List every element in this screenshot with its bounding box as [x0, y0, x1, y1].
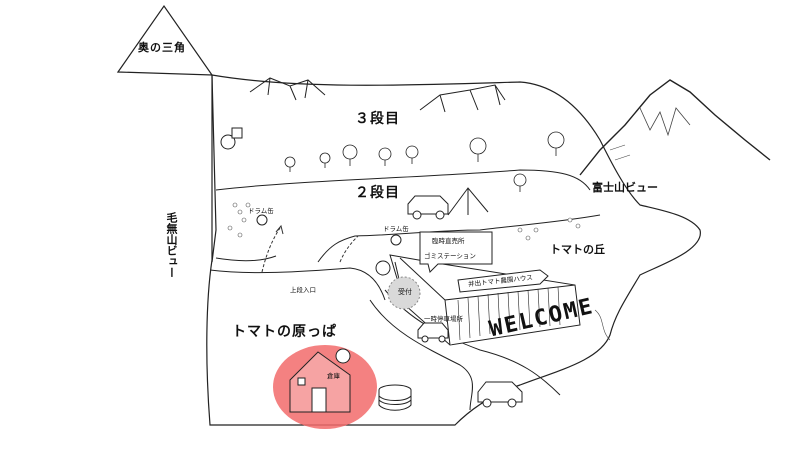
- arrow-upper-left: [261, 227, 281, 273]
- label-uketsuke: 受付: [398, 288, 412, 296]
- callout-bubble: [419, 231, 493, 273]
- road: [369, 289, 561, 411]
- car-ichiji: [417, 322, 449, 343]
- trees: [284, 131, 565, 192]
- warehouse: [289, 351, 351, 413]
- toilet-3dan-icon: [220, 127, 243, 150]
- water-tank: [378, 384, 412, 411]
- label-ichiji-teisha: 一時停車場所: [424, 315, 463, 323]
- label-drum-can-left: ドラム缶: [248, 207, 274, 215]
- terrace-1-line: [215, 214, 601, 263]
- drum-can-center-icon: [390, 234, 402, 246]
- toilet-souko-icon: [335, 348, 351, 364]
- label-souko: 倉庫: [327, 372, 340, 380]
- area-kenashi-view: 毛無山ビュー: [165, 212, 178, 278]
- arrow-upper-right: [339, 235, 359, 263]
- label-rinji-chokubaijo: 臨時直売所: [432, 237, 465, 245]
- area-fuji-view: 富士山ビュー: [592, 181, 658, 194]
- flowers: [227, 202, 581, 241]
- car-lower: [477, 381, 523, 408]
- area-oku-sankaku: 奥の三角: [138, 41, 186, 54]
- area-3dan: ３段目: [355, 111, 400, 127]
- terrace-2-line: [215, 169, 591, 191]
- toilet-uketsuke-icon: [375, 260, 391, 276]
- tent-3dan-right: [419, 84, 506, 113]
- label-gomi-station: ゴミステーション: [424, 252, 476, 260]
- oku-triangle: [116, 4, 214, 76]
- label-jodan-iriguchi: 上段入口: [290, 286, 316, 294]
- car-2dan: [407, 195, 449, 220]
- area-tomato-harappa: トマトの原っぱ: [232, 324, 337, 340]
- tent-2dan: [447, 187, 489, 216]
- area-tomato-oka: トマトの丘: [550, 243, 605, 256]
- field-outline: [206, 74, 701, 426]
- mt-fuji: [579, 79, 771, 176]
- tomato-house-banner: [457, 269, 549, 293]
- label-drum-can-center: ドラム缶: [383, 225, 409, 233]
- uketsuke-area: [387, 276, 421, 310]
- tent-3dan-left: [249, 77, 326, 101]
- drum-can-left-icon: [256, 214, 268, 226]
- area-2dan: ２段目: [355, 185, 400, 201]
